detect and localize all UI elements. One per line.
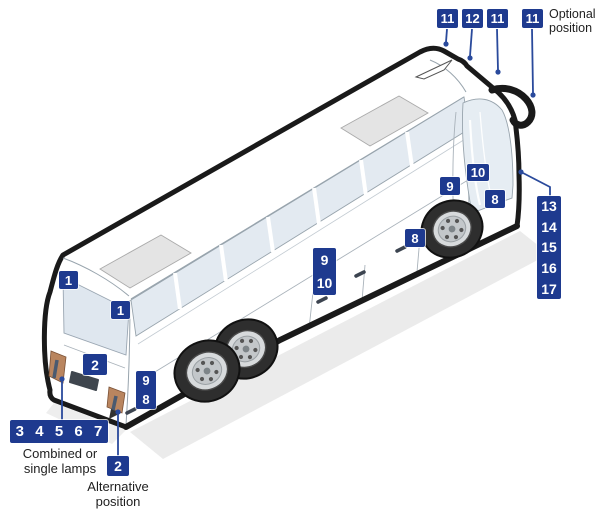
badge-3[interactable]: 3 [15, 423, 24, 440]
badge-11-roof-b[interactable]: 11 [487, 9, 508, 28]
badge-8-front[interactable]: 8 [485, 190, 505, 208]
badge-12-roof[interactable]: 12 [462, 9, 483, 28]
optional-position-label: Optional position [549, 7, 596, 35]
badge-5[interactable]: 5 [54, 423, 64, 440]
roof-hatch-rear [99, 234, 192, 289]
badge-8-rear-side[interactable]: 8 [142, 392, 150, 407]
badge-2-alternative[interactable]: 2 [107, 456, 129, 476]
badge-stack-9-10-mid[interactable]: 9 10 [313, 248, 336, 295]
badge-8-mid[interactable]: 8 [405, 229, 425, 247]
badge-10-mid[interactable]: 10 [316, 275, 333, 292]
badge-9-mid[interactable]: 9 [320, 251, 329, 268]
badge-1-rear-b[interactable]: 1 [111, 301, 130, 319]
roof-logo-arrow [414, 59, 453, 80]
badge-15[interactable]: 15 [541, 239, 557, 256]
combined-or-single-lamps-label: Combined or single lamps [22, 446, 98, 476]
wheel-front [420, 199, 484, 259]
badge-9-front[interactable]: 9 [440, 177, 460, 195]
badge-7[interactable]: 7 [94, 423, 103, 440]
roof-hatch-front [340, 95, 429, 147]
rear-number-plate [69, 371, 99, 391]
alternative-position-label: Alternative position [87, 479, 149, 509]
mirror-arm [488, 84, 536, 129]
badge-11-roof-a[interactable]: 11 [437, 9, 458, 28]
badge-bar-3-4-5-6-7[interactable]: 3 4 5 6 7 [10, 420, 108, 443]
wheel-rear-inner [173, 339, 241, 403]
callout-lines [59, 28, 551, 457]
badge-10-front[interactable]: 10 [467, 164, 489, 181]
rear-window [62, 276, 130, 356]
badge-2-rear[interactable]: 2 [83, 354, 107, 375]
badge-17[interactable]: 17 [541, 280, 557, 297]
badge-9-rear-side[interactable]: 9 [142, 373, 150, 388]
badge-6[interactable]: 6 [74, 423, 83, 440]
badge-1-rear-a[interactable]: 1 [59, 271, 78, 289]
badge-4[interactable]: 4 [35, 423, 44, 440]
side-windows [130, 96, 471, 345]
badge-stack-9-8-rear[interactable]: 9 8 [136, 371, 156, 409]
badge-16[interactable]: 16 [541, 260, 557, 277]
skirt-line [123, 223, 520, 430]
badge-11-optional[interactable]: 11 [522, 9, 543, 28]
badge-bar-13-17[interactable]: 13 14 15 16 17 [537, 196, 561, 299]
badge-14[interactable]: 14 [541, 218, 557, 235]
badge-13[interactable]: 13 [541, 198, 557, 215]
